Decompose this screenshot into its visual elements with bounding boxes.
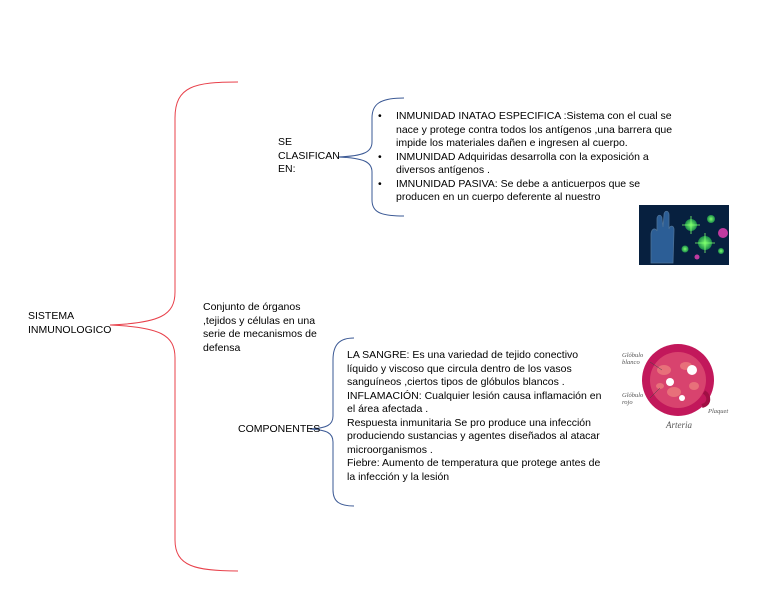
components-text-box: LA SANGRE: Es una variedad de tejido con…	[347, 349, 605, 484]
component-line: LA SANGRE: Es una variedad de tejido con…	[347, 349, 579, 388]
definition-text: Conjunto de órganos ,tejidos y células e…	[203, 301, 317, 354]
classification-list-box: INMUNIDAD INATAO ESPECIFICA :Sistema con…	[376, 110, 682, 205]
root-label: SISTEMA INMUNOLOGICO	[28, 310, 112, 336]
components-brace	[309, 337, 355, 507]
virus-hand-image	[639, 205, 729, 265]
classification-label: SE CLASIFICAN EN:	[278, 136, 340, 175]
classification-list: INMUNIDAD INATAO ESPECIFICA :Sistema con…	[376, 110, 682, 205]
components-node: COMPONENTES	[238, 423, 321, 437]
component-line: Fiebre: Aumento de temperatura que prote…	[347, 457, 601, 483]
component-line: Respuesta inmunitaria Se pro produce una…	[347, 416, 600, 456]
classification-brace	[337, 97, 405, 217]
label-red-cell: Glóbulo rojo	[622, 392, 644, 406]
classification-item: INMUNIDAD INATAO ESPECIFICA :Sistema con…	[376, 110, 682, 151]
label-plaque: Plaquet	[708, 408, 729, 415]
artery-drawing	[642, 344, 714, 416]
components-label: COMPONENTES	[238, 423, 321, 435]
artery-image: Glóbulo blanco Glóbulo rojo Plaquet Arte…	[616, 340, 736, 436]
component-line: INFLAMACIÓN: Cualquier lesión causa infl…	[347, 389, 602, 416]
classification-item: IMNUNIDAD PASIVA: Se debe a anticuerpos …	[376, 178, 682, 205]
label-white-cell: Glóbulo blanco	[622, 352, 644, 366]
root-node: SISTEMA INMUNOLOGICO	[28, 310, 118, 337]
main-brace	[109, 81, 239, 572]
artery-caption: Arteria	[666, 420, 692, 430]
definition-node: Conjunto de órganos ,tejidos y células e…	[203, 301, 323, 355]
classification-node: SE CLASIFICAN EN:	[278, 136, 340, 177]
classification-item: INMUNIDAD Adquiridas desarrolla con la e…	[376, 151, 682, 178]
